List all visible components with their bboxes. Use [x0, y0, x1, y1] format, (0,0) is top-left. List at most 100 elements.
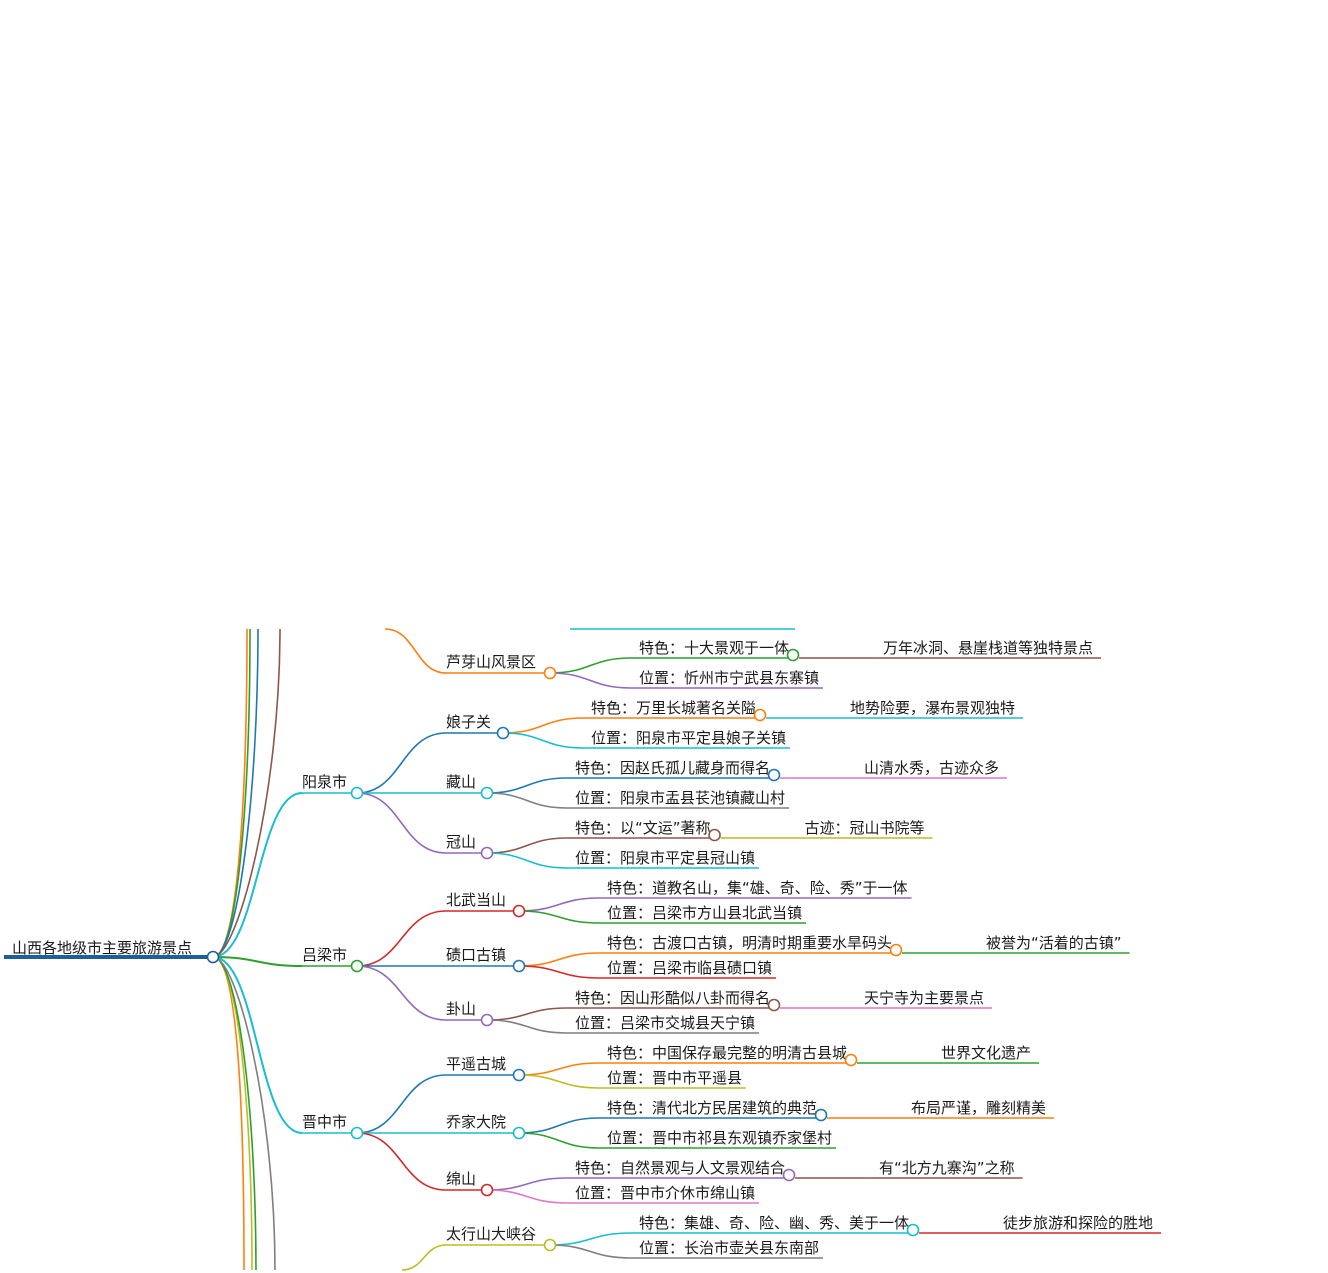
spot-toggle[interactable] — [496, 726, 510, 740]
leaf-label: 特色：集雄、奇、险、幽、秀、美于一体 — [639, 1214, 909, 1232]
collapse-toggle[interactable] — [767, 998, 781, 1012]
leaf-label: 位置：长治市壶关县东南部 — [639, 1239, 819, 1257]
spot-label: 乔家大院 — [446, 1113, 506, 1131]
spot-toggle[interactable] — [480, 846, 494, 860]
leaf-label: 位置：吕梁市交城县天宁镇 — [575, 1014, 755, 1032]
spot-toggle[interactable] — [480, 1183, 494, 1197]
spot-label: 卦山 — [446, 1000, 476, 1018]
extra-label: 布局严谨，雕刻精美 — [911, 1099, 1046, 1117]
connector-layer — [4, 628, 1162, 1271]
leaf-label: 位置：阳泉市平定县冠山镇 — [575, 849, 755, 867]
collapse-toggle[interactable] — [708, 828, 721, 842]
root-title: 山西各地级市主要旅游景点 — [12, 939, 192, 957]
branch-connector — [486, 1019, 568, 1034]
leaf-label: 位置：吕梁市临县碛口镇 — [607, 959, 772, 977]
spot-label: 藏山 — [446, 773, 476, 791]
leaf-label: 特色：清代北方民居建筑的典范 — [607, 1099, 817, 1117]
spot-toggle[interactable] — [480, 1013, 494, 1027]
leaf-label: 特色：因山形酷似八卦而得名 — [575, 989, 770, 1007]
offscreen-branch — [212, 956, 245, 1271]
leaf-label: 特色：因赵氏孤儿藏身而得名 — [575, 759, 770, 777]
spot-toggle[interactable] — [480, 786, 494, 800]
spot-toggle[interactable] — [512, 959, 526, 973]
branch-connector — [502, 732, 584, 749]
collapse-toggle[interactable] — [889, 943, 903, 957]
leaf-label: 位置：阳泉市盂县苌池镇藏山村 — [575, 789, 785, 807]
branch-connector — [486, 852, 568, 869]
branch-connector — [518, 1132, 600, 1149]
spot-toggle[interactable] — [512, 1126, 526, 1140]
root-toggle[interactable] — [206, 950, 220, 964]
branch-connector — [549, 672, 632, 689]
offscreen-branch — [212, 956, 257, 1271]
spot-connector — [356, 1132, 447, 1191]
branch-connector — [549, 657, 632, 674]
leaf-label: 特色：道教名山，集“雄、奇、险、秀”于一体 — [607, 879, 908, 897]
spot-connector — [356, 965, 447, 1021]
spot-toggle[interactable] — [543, 666, 557, 680]
spot-label: 绵山 — [446, 1170, 476, 1188]
city-toggle[interactable] — [350, 959, 364, 973]
extra-label: 万年冰洞、悬崖栈道等独特景点 — [883, 639, 1093, 657]
branch-connector — [502, 717, 584, 734]
leaf-label: 位置：晋中市祁县东观镇乔家堡村 — [607, 1129, 832, 1147]
collapse-toggle[interactable] — [786, 648, 800, 662]
collapse-toggle[interactable] — [753, 708, 767, 722]
spot-toggle[interactable] — [512, 1068, 526, 1082]
leaf-label: 特色：十大景观于一体 — [639, 639, 789, 657]
spot-connector — [384, 628, 447, 674]
leaf-label: 位置：阳泉市平定县娘子关镇 — [591, 729, 786, 747]
extra-label: 地势险要，瀑布景观独特 — [850, 699, 1015, 717]
collapse-toggle[interactable] — [782, 1168, 796, 1182]
leaf-label: 特色：中国保存最完整的明清古县城 — [607, 1044, 847, 1062]
collapse-toggle[interactable] — [906, 1223, 920, 1237]
leaf-label: 特色：古渡口古镇，明清时期重要水旱码头 — [607, 934, 892, 952]
city-label: 吕梁市 — [302, 946, 347, 964]
offscreen-branch — [212, 628, 281, 958]
branch-connector — [486, 837, 568, 854]
branch-connector — [518, 965, 600, 979]
spot-connector — [356, 792, 447, 854]
leaf-label: 特色：以“文运”著称 — [575, 819, 711, 837]
spot-toggle[interactable] — [512, 904, 526, 918]
spot-label: 平遥古城 — [446, 1055, 506, 1073]
branch-connector — [486, 1007, 568, 1021]
city-label: 晋中市 — [302, 1113, 347, 1131]
city-toggle[interactable] — [350, 786, 364, 800]
spot-label: 太行山大峡谷 — [446, 1225, 536, 1243]
branch-connector — [518, 1117, 600, 1134]
offscreen-branch — [212, 956, 276, 1271]
extra-label: 古迹：冠山书院等 — [805, 819, 925, 837]
branch-connector — [518, 952, 600, 967]
spot-label: 碛口古镇 — [446, 946, 506, 964]
spot-label: 娘子关 — [446, 713, 491, 731]
branch-connector — [486, 1189, 568, 1204]
offscreen-branch — [212, 628, 251, 958]
branch-connector — [518, 897, 600, 912]
leaf-label: 位置：忻州市宁武县东寨镇 — [639, 669, 819, 687]
extra-label: 徒步旅游和探险的胜地 — [1003, 1214, 1153, 1232]
collapse-toggle[interactable] — [767, 768, 781, 782]
collapse-toggle[interactable] — [844, 1053, 858, 1067]
spot-connector — [356, 732, 447, 794]
city-toggle[interactable] — [350, 1126, 364, 1140]
spot-label: 芦芽山风景区 — [446, 653, 536, 671]
collapse-toggle[interactable] — [814, 1108, 828, 1122]
extra-label: 被誉为“活着的古镇” — [986, 934, 1122, 952]
leaf-label: 特色：自然景观与人文景观结合 — [575, 1159, 785, 1177]
extra-label: 世界文化遗产 — [941, 1044, 1031, 1062]
branch-connector — [486, 792, 568, 809]
node-layer: 山西各地级市主要旅游景点阳泉市娘子关特色：万里长城著名关隘地势险要，瀑布景观独特… — [12, 639, 1153, 1257]
spot-connector — [401, 1244, 447, 1271]
leaf-label: 位置：晋中市介休市绵山镇 — [575, 1184, 755, 1202]
offscreen-branch — [212, 628, 259, 958]
extra-label: 山清水秀，古迹众多 — [864, 759, 999, 777]
spot-connector — [356, 1074, 447, 1134]
extra-label: 有“北方九寨沟”之称 — [879, 1159, 1015, 1177]
city-connector — [212, 956, 303, 967]
city-label: 阳泉市 — [302, 773, 347, 791]
leaf-label: 位置：吕梁市方山县北武当镇 — [607, 904, 802, 922]
spot-toggle[interactable] — [543, 1238, 557, 1252]
spot-connector — [356, 910, 447, 967]
